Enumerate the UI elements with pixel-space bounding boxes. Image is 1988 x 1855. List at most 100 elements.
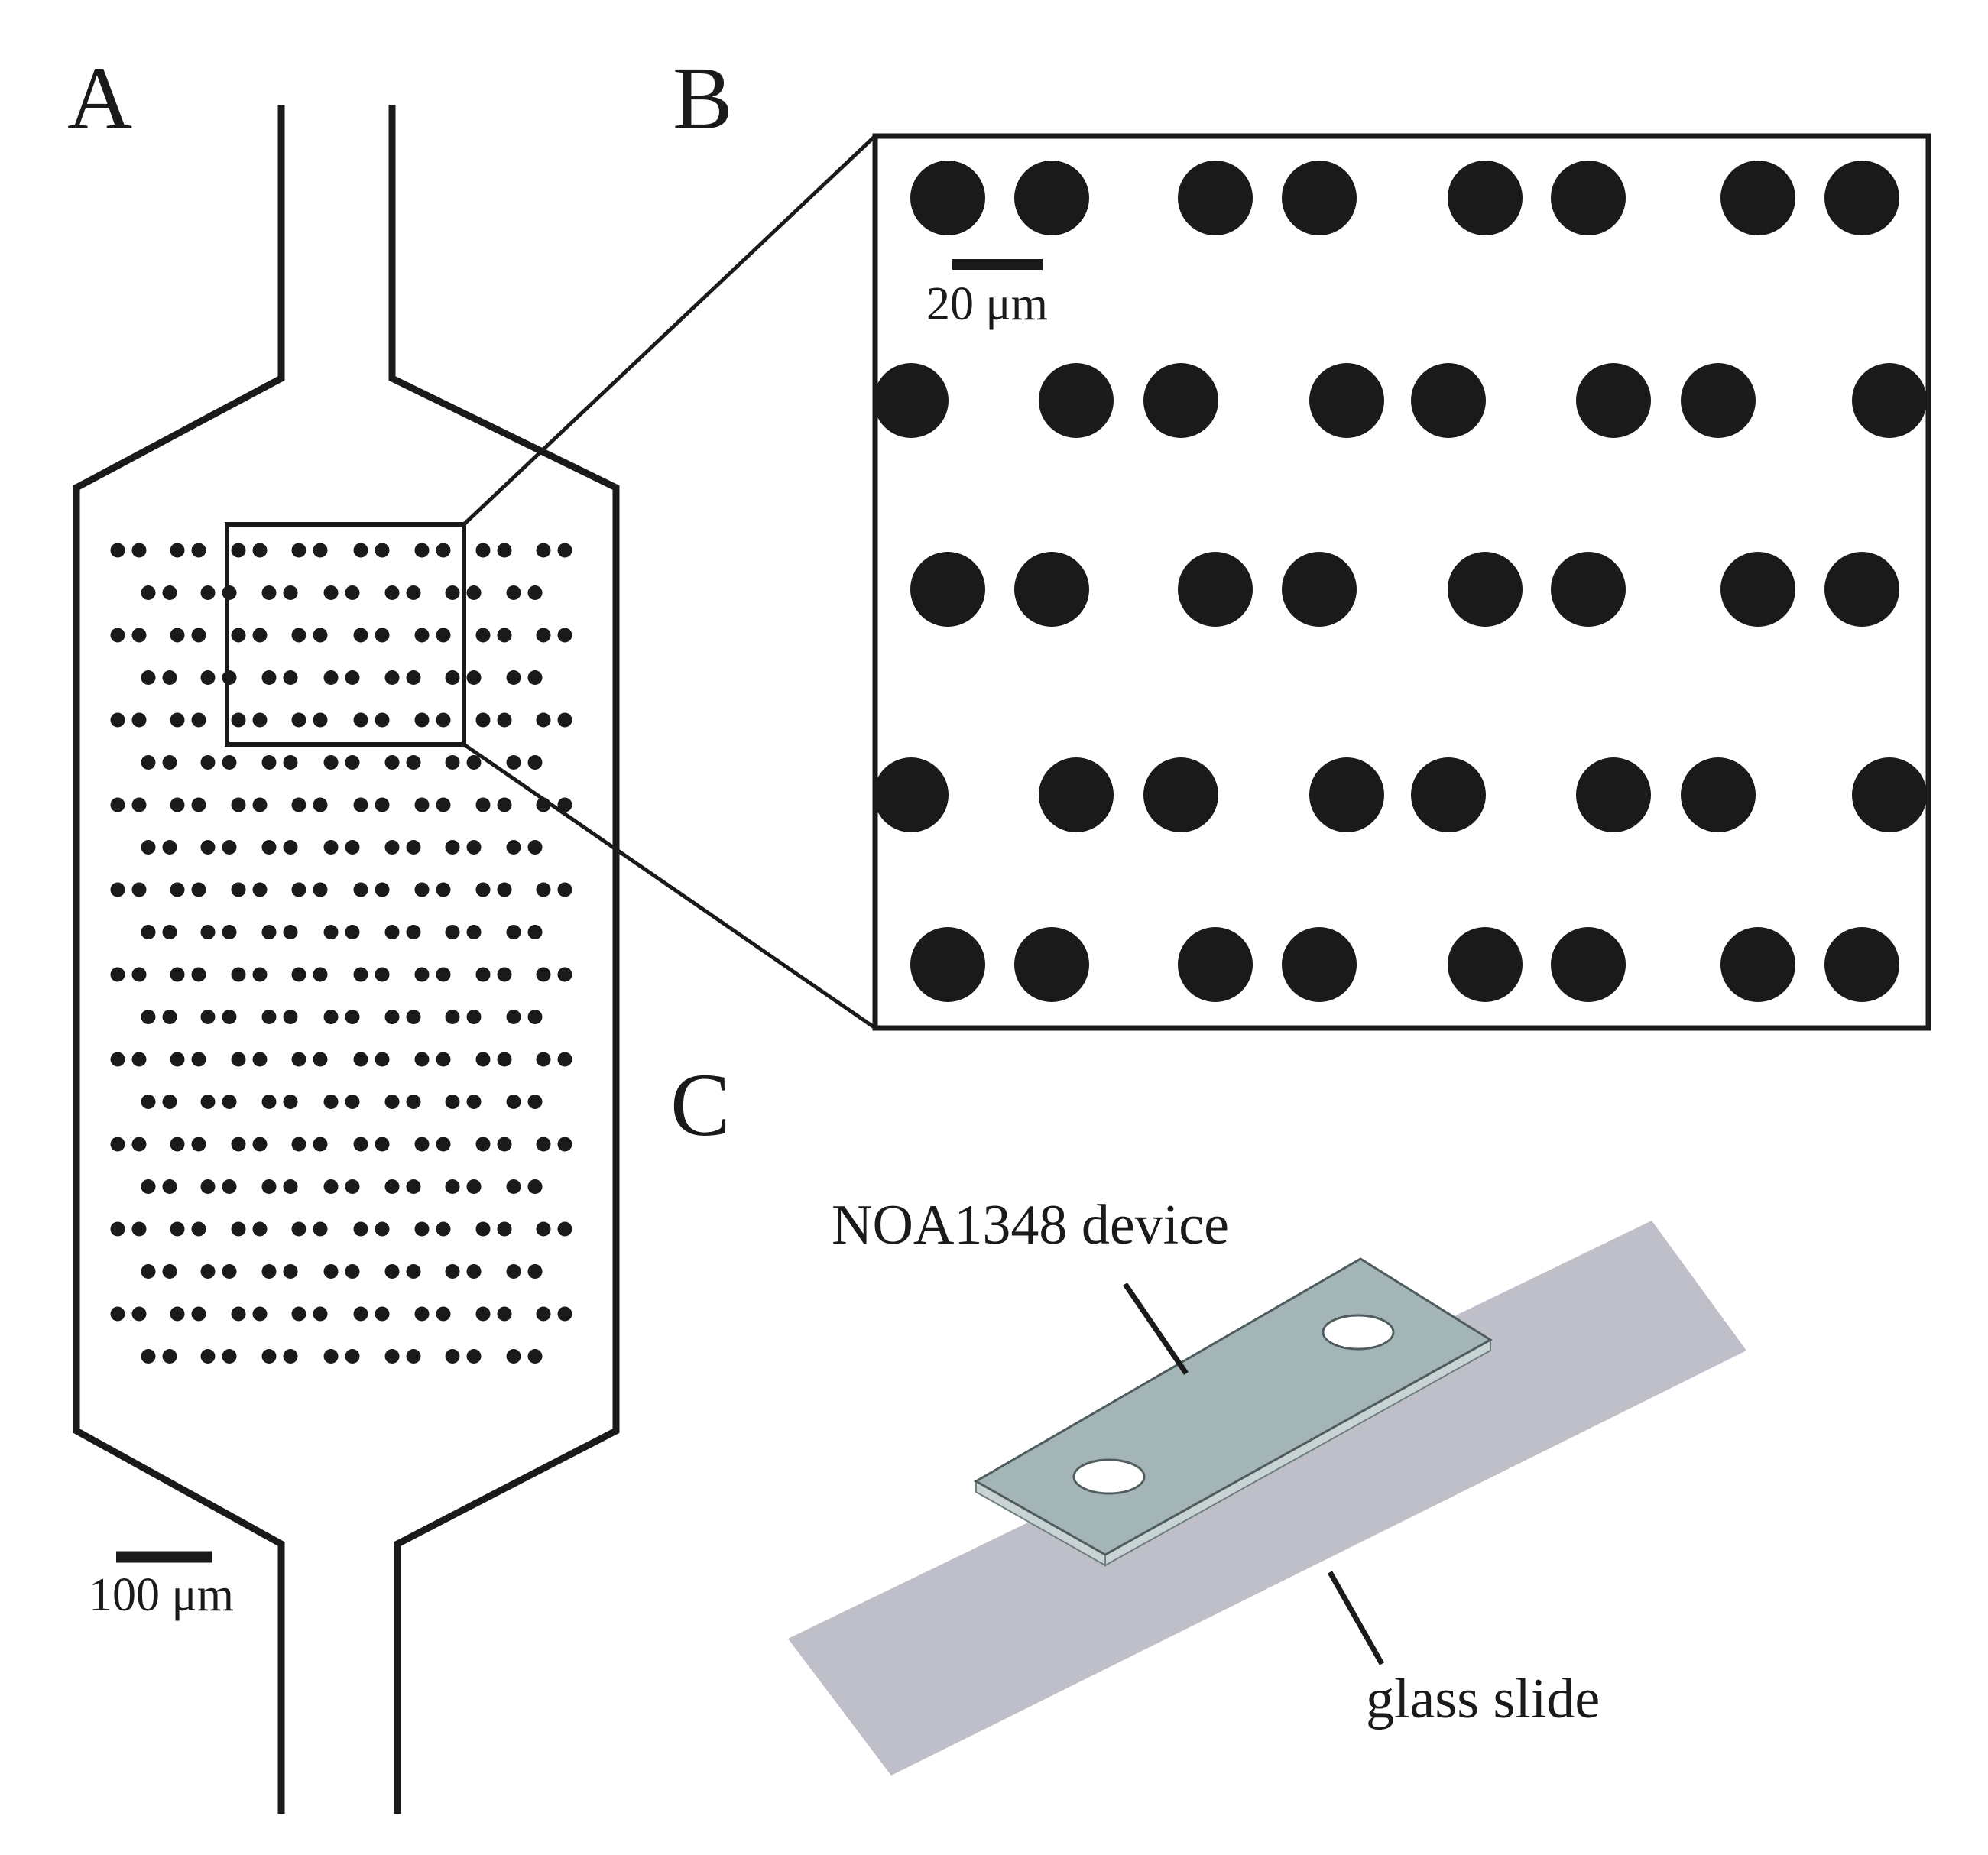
pillar	[200, 840, 216, 855]
pillar	[323, 1264, 339, 1279]
pillar	[353, 797, 368, 812]
pillar	[527, 1010, 543, 1024]
device-port-1	[1322, 1314, 1395, 1351]
pillar	[497, 1221, 512, 1237]
pillar	[557, 797, 572, 812]
zoom-pillar	[1178, 552, 1253, 627]
pillar	[191, 1052, 206, 1067]
pillar	[527, 1095, 543, 1109]
pillar	[313, 1052, 328, 1067]
pillar	[345, 1349, 360, 1364]
pillar	[131, 712, 147, 728]
pillar	[353, 882, 368, 897]
pillar	[436, 882, 451, 897]
pillar	[191, 1221, 206, 1237]
pillar	[406, 755, 421, 770]
zoom-pillar	[1282, 161, 1357, 235]
panel-a: A 100 μm	[67, 48, 620, 1814]
pillar	[375, 1221, 390, 1237]
pillar	[252, 797, 268, 812]
pillar	[313, 1137, 328, 1152]
pillar	[283, 755, 298, 770]
pillar	[475, 797, 491, 812]
pillar	[353, 1137, 368, 1152]
pillar	[323, 585, 339, 600]
pillar	[384, 1010, 400, 1024]
pillar	[384, 1179, 400, 1194]
pillar	[323, 1349, 339, 1364]
pillar	[291, 628, 306, 643]
pillar	[323, 670, 339, 685]
pillar	[222, 925, 237, 939]
pillar	[141, 670, 156, 685]
pillar	[436, 712, 451, 728]
pillar	[536, 967, 551, 982]
pillar	[506, 1179, 521, 1194]
pillar	[162, 670, 177, 685]
pillar	[475, 628, 491, 643]
pillar	[384, 840, 400, 855]
pillar	[445, 755, 460, 770]
zoom-pillar	[1039, 757, 1114, 832]
pillar	[222, 755, 237, 770]
pillar	[252, 543, 268, 558]
pillar	[536, 1306, 551, 1322]
pillar	[162, 1010, 177, 1024]
pillar	[231, 712, 246, 728]
zoom-pillar	[1282, 927, 1357, 1002]
pillar	[557, 882, 572, 897]
pillar	[191, 1306, 206, 1322]
zoom-pillar	[1309, 757, 1384, 832]
pillar	[323, 925, 339, 939]
zoom-pillar	[1852, 757, 1927, 832]
pillar	[231, 1221, 246, 1237]
zoom-connector-bottom	[462, 742, 877, 1030]
pillar	[436, 1052, 451, 1067]
pillar	[170, 967, 185, 982]
zoom-pillar	[1014, 552, 1089, 627]
pillar	[557, 967, 572, 982]
pillar	[557, 712, 572, 728]
pillar	[323, 1095, 339, 1109]
pillar	[384, 1095, 400, 1109]
zoom-pillar	[1852, 363, 1927, 438]
pillar	[191, 967, 206, 982]
pillar	[557, 1221, 572, 1237]
pillar	[323, 755, 339, 770]
pillar	[506, 1264, 521, 1279]
pillar	[353, 1306, 368, 1322]
pillar	[414, 1221, 430, 1237]
pillar	[414, 628, 430, 643]
pillar	[414, 882, 430, 897]
zoom-pillar	[1551, 552, 1626, 627]
pillar	[200, 1264, 216, 1279]
pillar	[131, 882, 147, 897]
pillar	[291, 797, 306, 812]
pillar	[375, 882, 390, 897]
channel-outline-right	[388, 105, 620, 1814]
pillar	[222, 1095, 237, 1109]
pillar	[406, 585, 421, 600]
pillar	[445, 670, 460, 685]
pillar	[283, 585, 298, 600]
pillar	[414, 1306, 430, 1322]
pillar	[445, 585, 460, 600]
zoom-pillar	[910, 161, 985, 235]
pillar	[231, 882, 246, 897]
zoom-connectors	[462, 135, 877, 1030]
pillar	[345, 1010, 360, 1024]
pillar	[506, 925, 521, 939]
pillar	[353, 543, 368, 558]
pillar	[527, 1264, 543, 1279]
pillar	[536, 543, 551, 558]
pillar	[162, 755, 177, 770]
zoom-pillar	[1014, 927, 1089, 1002]
pillar	[497, 543, 512, 558]
pillar	[170, 1052, 185, 1067]
pillar	[445, 925, 460, 939]
pillar	[466, 840, 482, 855]
pillar	[291, 967, 306, 982]
pillar	[141, 1095, 156, 1109]
pillar	[536, 712, 551, 728]
pillar	[506, 670, 521, 685]
